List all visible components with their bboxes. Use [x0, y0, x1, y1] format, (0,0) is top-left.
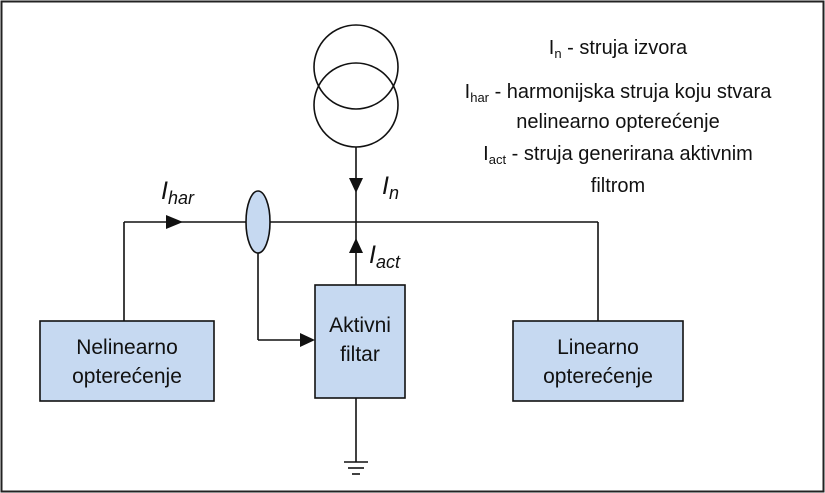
active-filter-label-line1: Aktivni	[329, 314, 391, 337]
i-n-label: In	[382, 172, 399, 203]
legend-line-3: nelinearno opterećenje	[516, 111, 720, 133]
legend-line-4-sub: act	[489, 152, 507, 167]
i-act-label-sub: act	[376, 252, 401, 272]
legend-line-4-sym: I	[483, 143, 489, 165]
legend-line-1: In - struja izvora	[549, 37, 688, 61]
legend-line-2-text: - harmonijska struja koju stvara	[489, 81, 772, 103]
linear-load-box: Linearno opterećenje	[512, 320, 684, 402]
legend-line-5: filtrom	[591, 175, 645, 197]
i-har-label: Ihar	[161, 177, 195, 208]
sensor-arrow-icon	[300, 333, 315, 347]
nonlinear-load-label-line2: opterećenje	[72, 365, 182, 388]
legend-line-4: Iact - struja generirana aktivnim	[483, 143, 753, 167]
nonlinear-load-box: Nelinearno opterećenje	[39, 320, 215, 402]
ground-icon	[344, 461, 368, 475]
i-har-label-base: I	[161, 177, 168, 205]
i-n-label-base: I	[382, 172, 389, 200]
legend-line-2-sym: I	[465, 81, 471, 103]
i-act-arrow-icon	[349, 238, 363, 253]
i-har-arrow-icon	[166, 215, 183, 229]
linear-load-label-line2: opterećenje	[543, 365, 653, 388]
legend-line-1-sub: n	[554, 46, 561, 61]
legend-line-4-text: - struja generirana aktivnim	[506, 143, 753, 165]
wiring	[123, 147, 599, 462]
current-sensor-icon	[245, 190, 271, 254]
i-har-label-sub: har	[168, 188, 195, 208]
nonlinear-load-label-line1: Nelinearno	[76, 336, 178, 359]
transformer-icon	[313, 24, 399, 148]
i-act-label-base: I	[369, 241, 376, 269]
legend-line-2: Ihar - harmonijska struja koju stvara	[465, 81, 773, 105]
legend-line-2-sub: har	[470, 90, 489, 105]
legend: In - struja izvora Ihar - harmonijska st…	[465, 37, 773, 197]
legend-line-1-sym: I	[549, 37, 555, 59]
flow-arrows	[166, 178, 363, 347]
active-filter-label-line2: filtar	[340, 343, 380, 366]
i-n-arrow-icon	[349, 178, 363, 193]
active-filter-box: Aktivni filtar	[314, 284, 406, 399]
i-act-label: Iact	[369, 241, 401, 272]
legend-line-1-text: - struja izvora	[562, 37, 688, 59]
linear-load-label-line1: Linearno	[557, 336, 639, 359]
i-n-label-sub: n	[389, 183, 399, 203]
